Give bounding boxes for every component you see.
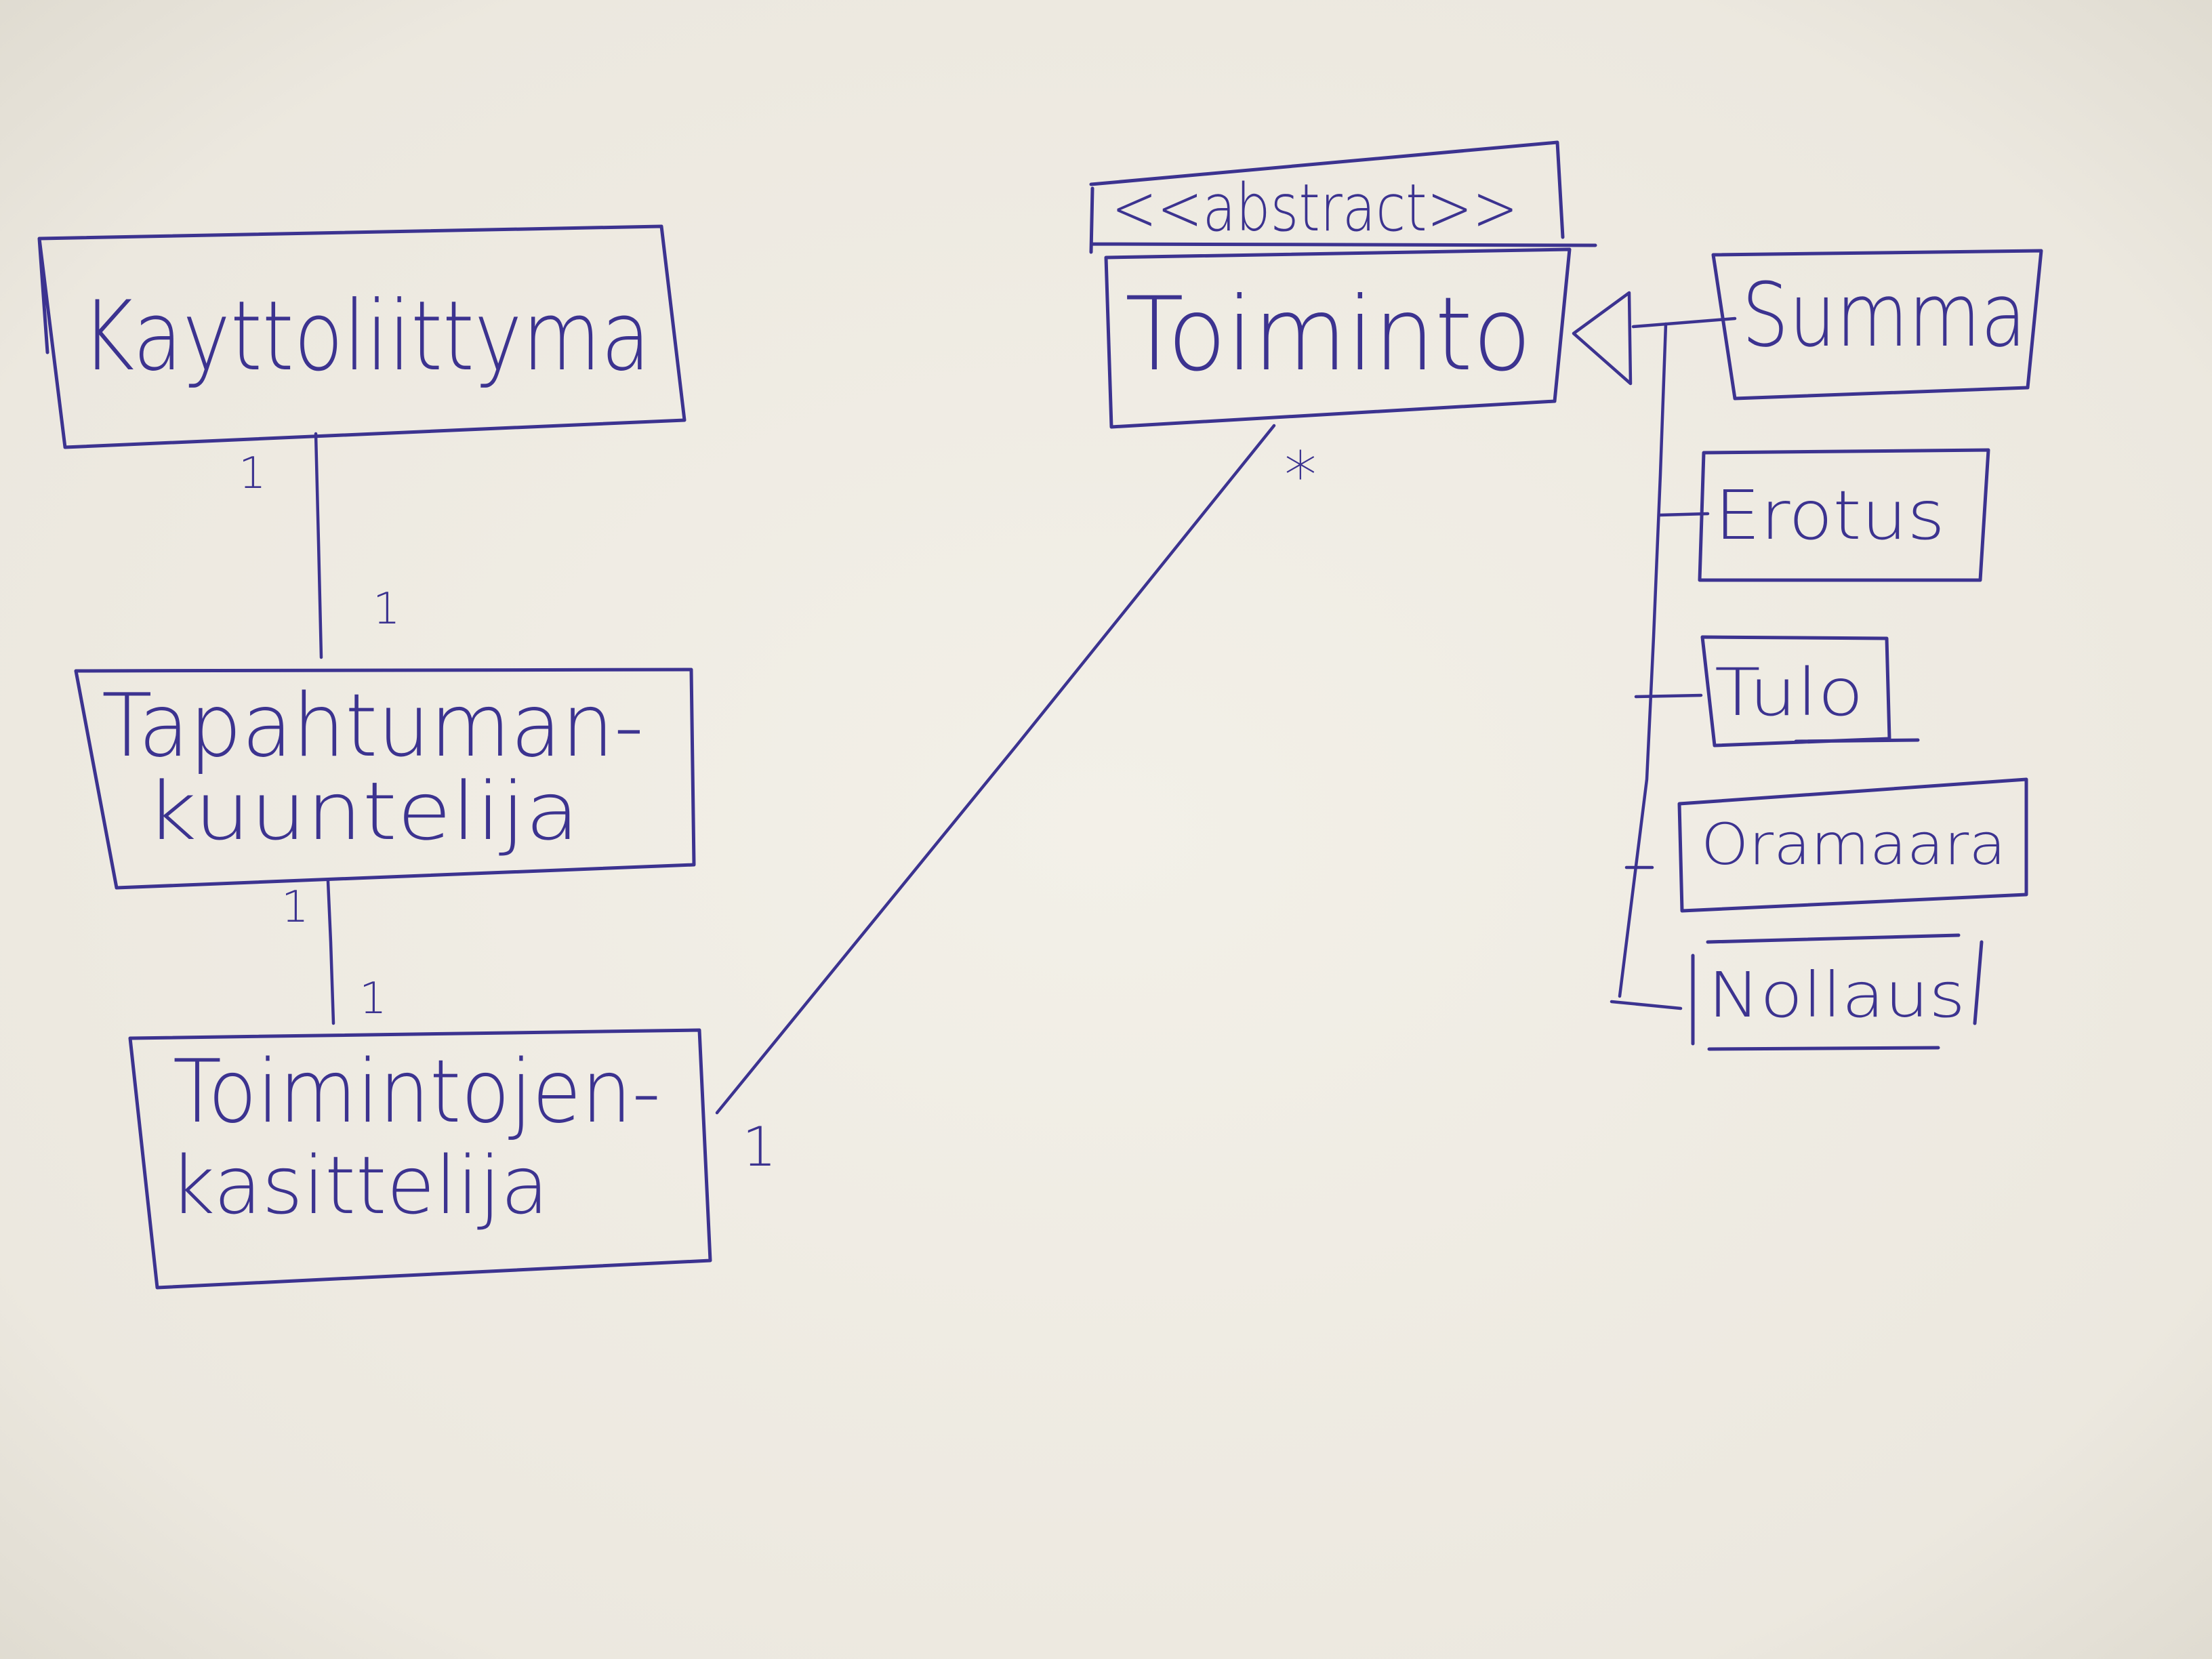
multiplicity-toimintojenkasittelija-side: 1 (742, 1115, 777, 1179)
class-tapahtumankuuntelija-line-2: kuuntelija (146, 764, 579, 858)
class-summa[interactable]: Summa (1711, 249, 2043, 401)
class-toiminto-stereotype-border (1089, 140, 1597, 254)
multiplicity-toimintojenkasittelija-top: 1 (359, 974, 387, 1024)
connectors (314, 291, 1737, 1115)
class-kayttoliittyma[interactable]: Kayttoliittyma (37, 224, 687, 449)
class-kayttoliittyma-name: Kayttoliittyma (81, 281, 651, 392)
class-erotus-border (1698, 448, 1990, 582)
class-summa-name: Summa (1742, 264, 2026, 367)
class-nollaus-name: Nollaus (1708, 959, 1965, 1031)
class-toimintojenkasittelija-border (128, 1028, 712, 1290)
class-kayttoliittyma-border (37, 224, 687, 449)
inheritance-link-summa (1631, 316, 1737, 329)
class-tapahtumankuuntelija-border (74, 668, 696, 890)
inheritance-link-tulo (1634, 693, 1703, 699)
class-toimintojenkasittelija-line-1: Toimintojen- (173, 1042, 661, 1143)
class-oramaara[interactable]: Oramaara (1677, 777, 2028, 913)
class-erotus-name: Erotus (1715, 476, 1945, 555)
class-nollaus[interactable]: Nollaus (1691, 933, 1984, 1051)
class-toiminto-stereotype: <<abstract>> (1111, 170, 1518, 246)
multiplicity-labels: 1 1 1 1 1 * (239, 438, 1317, 1179)
class-oramaara-name: Oramaara (1701, 811, 2006, 878)
association-toimintojenkasittelija-toiminto (715, 424, 1276, 1115)
multiplicity-tapahtumankuuntelija-top: 1 (373, 584, 401, 634)
inheritance-trunk (1618, 322, 1668, 998)
class-tulo-name: Tulo (1715, 655, 1864, 731)
multiplicity-tapahtumankuuntelija-bottom: 1 (281, 882, 309, 933)
class-summa-border (1711, 249, 2043, 401)
association-kayttoliittyma-tapahtumankuuntelija (314, 432, 323, 659)
class-toiminto[interactable]: <<abstract>> Toiminto (1089, 140, 1597, 429)
inheritance-link-erotus (1658, 512, 1710, 517)
multiplicity-kayttoliittyma-end: 1 (239, 449, 266, 499)
class-tulo[interactable]: Tulo (1700, 635, 1920, 747)
class-tapahtumankuuntelija[interactable]: Tapahtuman- kuuntelija (74, 668, 696, 890)
class-toimintojenkasittelija[interactable]: Toimintojen- kasittelija (128, 1028, 712, 1290)
class-toimintojenkasittelija-line-2: kasittelija (169, 1139, 549, 1232)
class-tulo-border (1700, 635, 1920, 747)
class-toiminto-name: Toiminto (1125, 276, 1532, 394)
class-oramaara-border (1677, 777, 2028, 913)
class-nollaus-border (1691, 933, 1984, 1051)
class-toiminto-border (1104, 247, 1572, 429)
generalization-arrowhead (1572, 291, 1633, 386)
association-tapahtumankuuntelija-toimintojenkasittelija (326, 879, 335, 1025)
inheritance-link-nollaus (1610, 1000, 1683, 1010)
class-erotus[interactable]: Erotus (1698, 448, 1990, 582)
class-tapahtumankuuntelija-line-1: Tapahtuman- (102, 676, 644, 777)
multiplicity-toiminto-end: * (1284, 438, 1317, 514)
